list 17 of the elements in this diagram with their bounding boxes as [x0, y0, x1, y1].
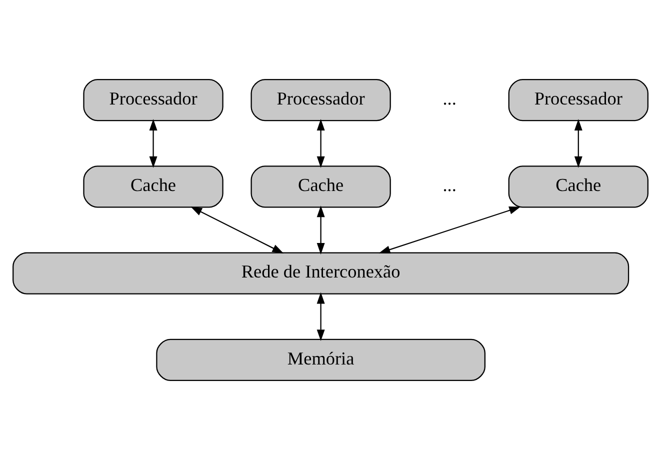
arrow — [316, 118, 325, 168]
arrow — [149, 118, 158, 168]
node-box: Rede de Interconexão — [12, 252, 630, 294]
arrow — [316, 292, 325, 341]
node-box: Processador — [508, 78, 648, 121]
node-box: Memória — [156, 338, 486, 380]
arrow — [574, 118, 582, 168]
node-box: Processador — [250, 78, 391, 121]
node-box: Cache — [250, 165, 391, 208]
arrow — [378, 206, 521, 253]
label: ... — [442, 88, 456, 108]
node-box: Processador — [83, 78, 224, 121]
node-box: Cache — [83, 165, 224, 208]
arrow — [190, 206, 284, 253]
arrow — [316, 205, 325, 254]
node-box: Cache — [508, 165, 648, 208]
label: ... — [442, 174, 456, 195]
